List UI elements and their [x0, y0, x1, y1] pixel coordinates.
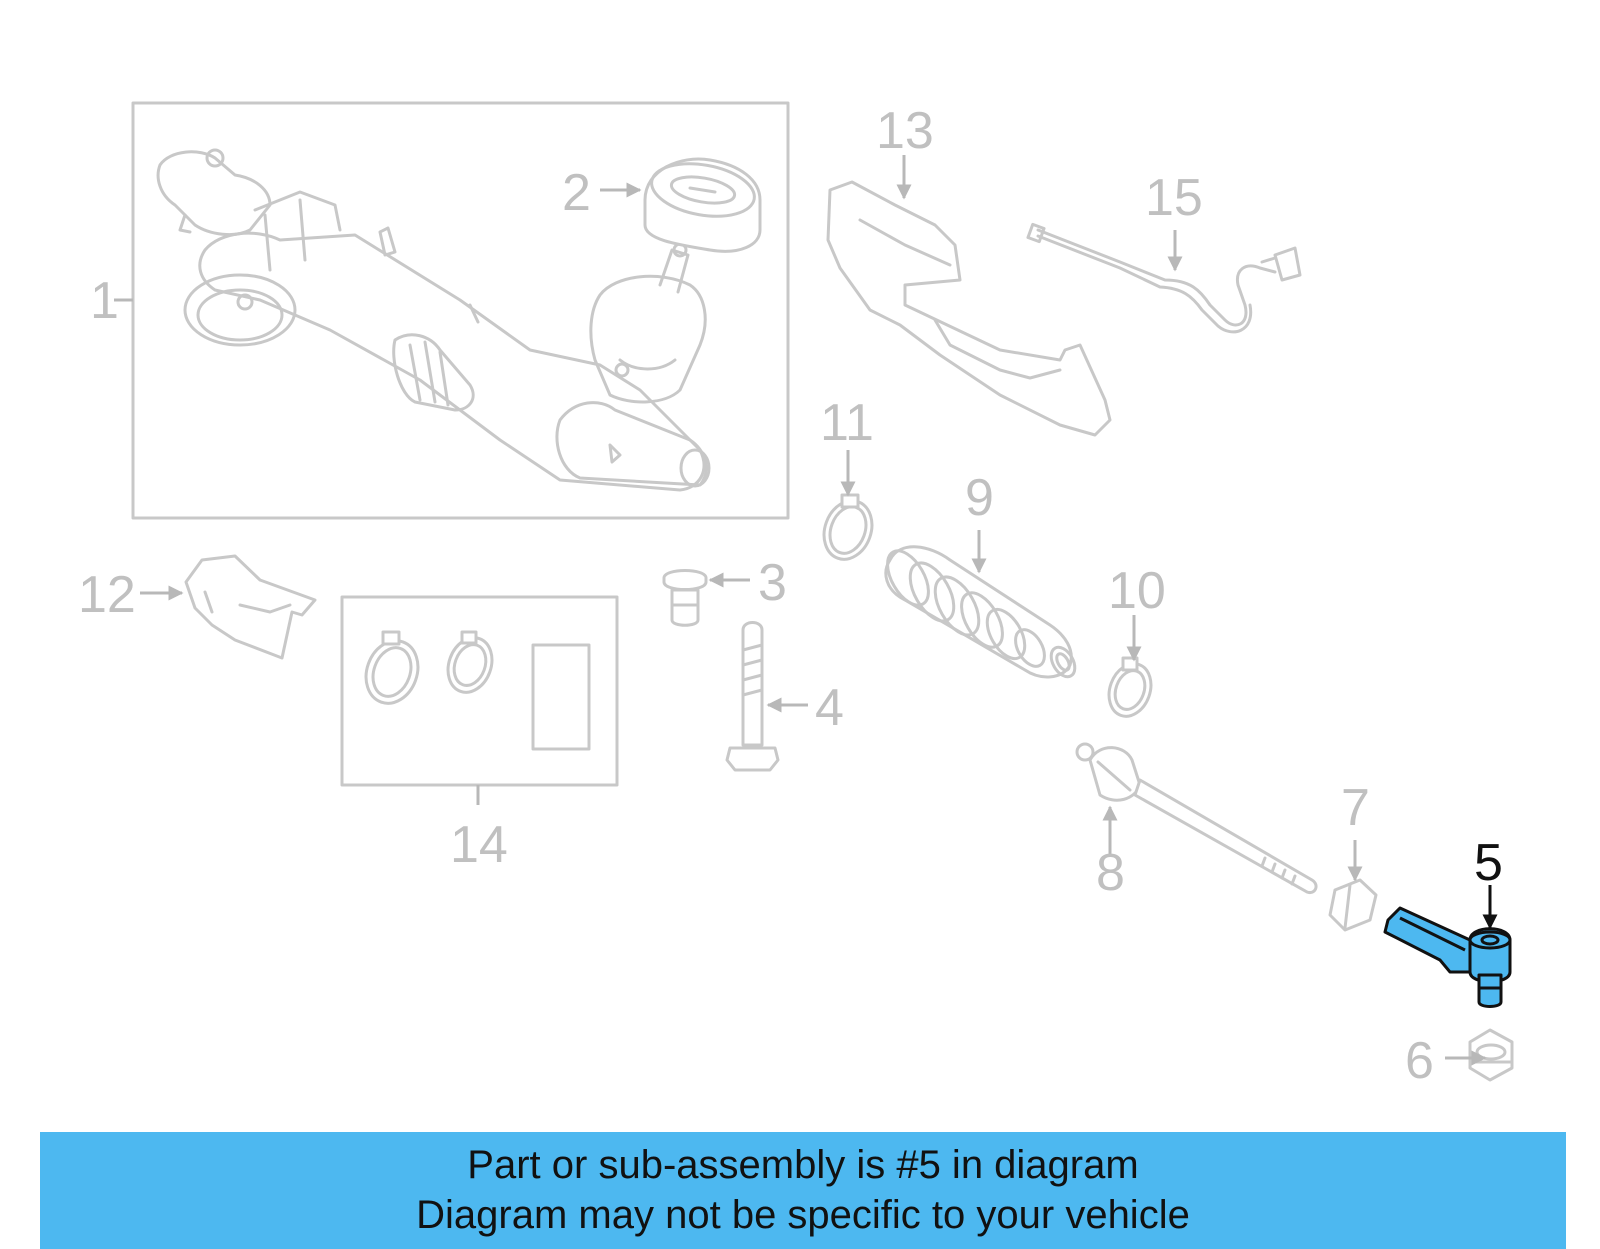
banner-line-1: Part or sub-assembly is #5 in diagram: [467, 1143, 1139, 1187]
callout-10: 10: [1108, 562, 1166, 620]
part-4-bolt[interactable]: [725, 621, 780, 772]
parts-diagram: 1 2 13 15 11: [78, 101, 1514, 1090]
callout-14: 14: [450, 816, 508, 874]
callout-12: 12: [78, 566, 136, 624]
callout-2: 2: [562, 164, 591, 222]
callout-3: 3: [758, 554, 787, 612]
banner-line-2: Diagram may not be specific to your vehi…: [416, 1193, 1190, 1237]
callout-15: 15: [1145, 169, 1203, 227]
part-6-nut[interactable]: [1468, 1028, 1514, 1082]
callout-9: 9: [965, 469, 994, 527]
callout-6: 6: [1405, 1032, 1434, 1090]
callout-13: 13: [876, 102, 934, 160]
part-13-heat-shield[interactable]: [826, 180, 1112, 437]
part-9-boot[interactable]: [879, 544, 1080, 681]
part-12-bracket[interactable]: [184, 554, 317, 660]
callout-1: 1: [90, 272, 119, 330]
callout-4: 4: [815, 679, 844, 737]
part-1-steering-gear[interactable]: [131, 101, 790, 520]
part-8-inner-tie-rod[interactable]: [1075, 742, 1318, 895]
part-2-grommet[interactable]: [643, 156, 762, 253]
part-14-kit[interactable]: [340, 595, 619, 787]
part-15-harness[interactable]: [1026, 222, 1302, 334]
callout-8: 8: [1096, 844, 1125, 902]
part-3-plug[interactable]: [662, 569, 708, 627]
info-banner: Part or sub-assembly is #5 in diagram Di…: [40, 1132, 1566, 1249]
callout-5: 5: [1474, 834, 1503, 892]
callout-11: 11: [820, 394, 874, 452]
part-10-clamp[interactable]: [1102, 656, 1158, 722]
callout-7: 7: [1341, 779, 1370, 837]
part-7-nut[interactable]: [1328, 878, 1378, 932]
part-11-clamp[interactable]: [816, 493, 880, 566]
part-5-outer-tie-rod-end[interactable]: [1383, 906, 1512, 1008]
